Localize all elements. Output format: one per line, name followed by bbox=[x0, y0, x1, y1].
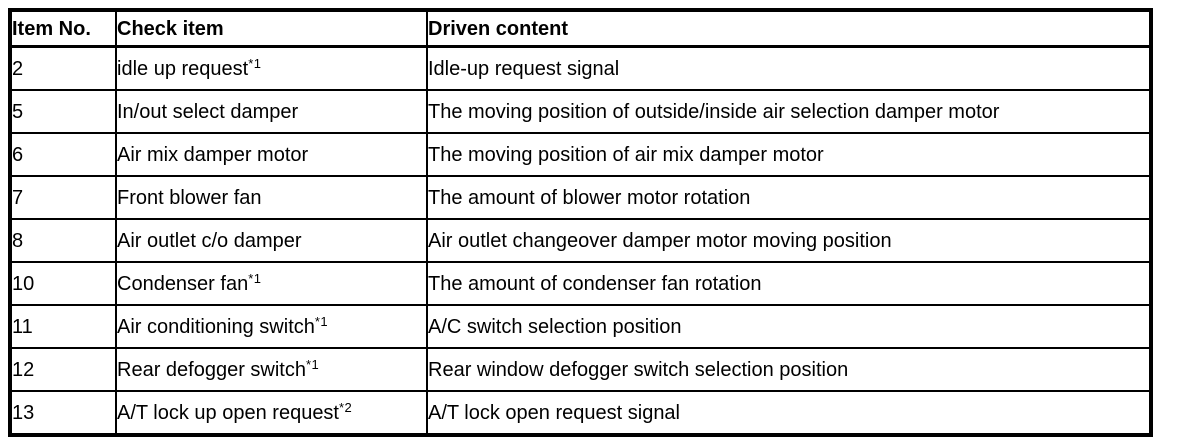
item-no-cell: 8 bbox=[9, 218, 117, 263]
item-no-cell: 10 bbox=[9, 261, 117, 306]
driven-content-cell: Rear window defogger switch selection po… bbox=[426, 347, 1152, 392]
check-item-text: A/T lock up open request bbox=[117, 401, 339, 424]
footnote-marker: *1 bbox=[248, 55, 262, 71]
item-no-cell: 7 bbox=[9, 175, 117, 220]
column-header-check-item: Check item bbox=[115, 9, 428, 48]
item-no-cell: 5 bbox=[9, 89, 117, 134]
check-item-table: Item No. Check item Driven content 2 idl… bbox=[8, 8, 1153, 437]
check-item-text: In/out select damper bbox=[117, 100, 299, 123]
driven-content-cell: The moving position of air mix damper mo… bbox=[426, 132, 1152, 177]
check-item-text: Air outlet c/o damper bbox=[117, 229, 302, 252]
table-row: 2 idle up request*1 Idle-up request sign… bbox=[9, 45, 1152, 91]
check-item-cell: Condenser fan*1 bbox=[115, 261, 428, 306]
driven-content-cell: A/C switch selection position bbox=[426, 304, 1152, 349]
table-row: 6 Air mix damper motor The moving positi… bbox=[9, 132, 1152, 177]
check-item-cell: Air mix damper motor bbox=[115, 132, 428, 177]
table-row: 8 Air outlet c/o damper Air outlet chang… bbox=[9, 218, 1152, 263]
driven-content-cell: Air outlet changeover damper motor movin… bbox=[426, 218, 1152, 263]
column-header-driven-content: Driven content bbox=[426, 9, 1152, 48]
check-item-cell: Rear defogger switch*1 bbox=[115, 347, 428, 392]
check-item-cell: Air outlet c/o damper bbox=[115, 218, 428, 263]
driven-content-cell: A/T lock open request signal bbox=[426, 390, 1152, 436]
table-row: 11 Air conditioning switch*1 A/C switch … bbox=[9, 304, 1152, 349]
footnote-marker: *1 bbox=[305, 356, 320, 372]
table-row: 10 Condenser fan*1 The amount of condens… bbox=[9, 261, 1152, 306]
driven-content-cell: The amount of blower motor rotation bbox=[426, 175, 1152, 220]
check-item-cell: Front blower fan bbox=[115, 175, 428, 220]
item-no-cell: 2 bbox=[9, 45, 117, 91]
driven-content-cell: Idle-up request signal bbox=[426, 45, 1152, 91]
footnote-marker: *1 bbox=[248, 270, 262, 286]
check-item-text: Rear defogger switch bbox=[117, 358, 306, 381]
check-item-text: Air mix damper motor bbox=[117, 143, 309, 166]
check-item-text: Condenser fan bbox=[117, 272, 249, 295]
footnote-marker: *1 bbox=[314, 313, 329, 329]
check-item-cell: Air conditioning switch*1 bbox=[115, 304, 428, 349]
item-no-cell: 11 bbox=[9, 304, 117, 349]
check-item-text: Air conditioning switch bbox=[117, 315, 315, 338]
check-item-cell: In/out select damper bbox=[115, 89, 428, 134]
table-row: 12 Rear defogger switch*1 Rear window de… bbox=[9, 347, 1152, 392]
item-no-cell: 6 bbox=[9, 132, 117, 177]
check-item-cell: idle up request*1 bbox=[115, 45, 428, 91]
table-row: 13 A/T lock up open request*2 A/T lock o… bbox=[9, 390, 1152, 436]
item-no-cell: 12 bbox=[9, 347, 117, 392]
item-no-cell: 13 bbox=[9, 390, 117, 436]
check-item-text: Front blower fan bbox=[117, 186, 262, 209]
footnote-marker: *2 bbox=[339, 399, 353, 415]
driven-content-cell: The amount of condenser fan rotation bbox=[426, 261, 1152, 306]
table-header-row: Item No. Check item Driven content bbox=[9, 9, 1152, 48]
table-row: 7 Front blower fan The amount of blower … bbox=[9, 175, 1152, 220]
column-header-item-no: Item No. bbox=[9, 9, 117, 48]
table-row: 5 In/out select damper The moving positi… bbox=[9, 89, 1152, 134]
check-item-cell: A/T lock up open request*2 bbox=[115, 390, 428, 436]
driven-content-cell: The moving position of outside/inside ai… bbox=[426, 89, 1152, 134]
check-item-text: idle up request bbox=[117, 57, 249, 80]
